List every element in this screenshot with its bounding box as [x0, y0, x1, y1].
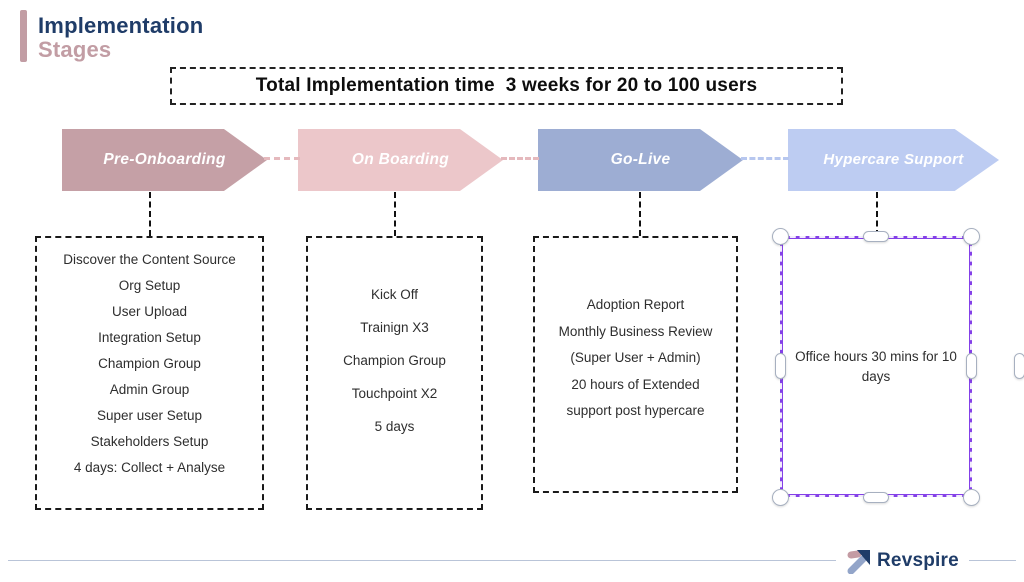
stage-arrow-pre-onboarding[interactable]: Pre-Onboarding	[62, 129, 267, 191]
connector-dash-1	[264, 157, 300, 160]
revspire-arrow-icon	[847, 550, 870, 574]
box-item: Trainign X3	[360, 320, 429, 335]
box-item: Super user Setup	[96, 408, 203, 423]
stage-arrow-hypercare-support[interactable]: Hypercare Support	[788, 129, 999, 191]
stage-arrow-go-live[interactable]: Go-Live	[538, 129, 743, 191]
connector-dash-3	[741, 157, 789, 160]
box-item: Discover the Content Source	[63, 252, 236, 267]
box-item: support post hypercare	[566, 403, 705, 418]
box-item: Champion Group	[98, 356, 201, 371]
box-item: User Upload	[111, 304, 188, 319]
vertical-connector-4	[876, 192, 878, 236]
stage-label: On Boarding	[351, 151, 450, 168]
detail-box-hypercare-selected[interactable]: Office hours 30 mins for 10 days	[780, 236, 972, 497]
resize-handle-top-left[interactable]	[772, 228, 789, 245]
box-item: 4 days: Collect + Analyse	[73, 460, 226, 475]
box-item: Admin Group	[109, 382, 190, 397]
box-item: Kick Off	[370, 287, 418, 302]
brand-name: Revspire	[877, 550, 959, 571]
page-subtitle[interactable]: Stages	[38, 37, 112, 62]
page-title[interactable]: Implementation	[38, 13, 204, 38]
footer-divider-line	[8, 560, 1016, 561]
box-item: Monthly Business Review	[558, 323, 713, 339]
stage-arrow-on-boarding[interactable]: On Boarding	[298, 129, 503, 191]
box-item: Integration Setup	[98, 330, 201, 345]
resize-handle-top-right[interactable]	[963, 228, 980, 245]
resize-handle-top[interactable]	[863, 231, 889, 242]
revspire-logo: Revspire	[836, 543, 969, 579]
box-item: 20 hours of Extended	[571, 376, 700, 392]
resize-handle-bottom-left[interactable]	[772, 489, 789, 506]
vertical-connector-1	[149, 192, 151, 236]
detail-box-go-live[interactable]: Adoption Report Monthly Business Review …	[533, 236, 738, 493]
box-item: Adoption Report	[586, 297, 685, 312]
resize-handle-edge-partial[interactable]	[1014, 353, 1024, 379]
vertical-connector-3	[639, 192, 641, 236]
detail-box-on-boarding[interactable]: Kick Off Trainign X3 Champion Group Touc…	[306, 236, 483, 510]
box-item: 5 days	[374, 419, 415, 434]
box-item: Touchpoint X2	[351, 386, 438, 401]
stage-label: Hypercare Support	[823, 151, 964, 168]
box-item: Champion Group	[343, 353, 446, 368]
resize-handle-left[interactable]	[775, 353, 786, 379]
box-item: Stakeholders Setup	[90, 434, 209, 449]
resize-handle-bottom[interactable]	[863, 492, 889, 503]
stage-label: Pre-Onboarding	[103, 151, 226, 168]
stage-label: Go-Live	[610, 151, 671, 168]
title-accent-bar	[20, 10, 27, 62]
box-item: Office hours 30 mins for 10 days	[795, 348, 957, 384]
resize-handle-bottom-right[interactable]	[963, 489, 980, 506]
total-time-banner[interactable]: Total Implementation time 3 weeks for 20…	[170, 67, 843, 105]
detail-box-pre-onboarding[interactable]: Discover the Content Source Org Setup Us…	[35, 236, 264, 510]
box-item: Org Setup	[118, 278, 181, 293]
connector-dash-2	[501, 157, 539, 160]
resize-handle-right[interactable]	[966, 353, 977, 379]
box-item: (Super User + Admin)	[570, 350, 701, 365]
vertical-connector-2	[394, 192, 396, 236]
